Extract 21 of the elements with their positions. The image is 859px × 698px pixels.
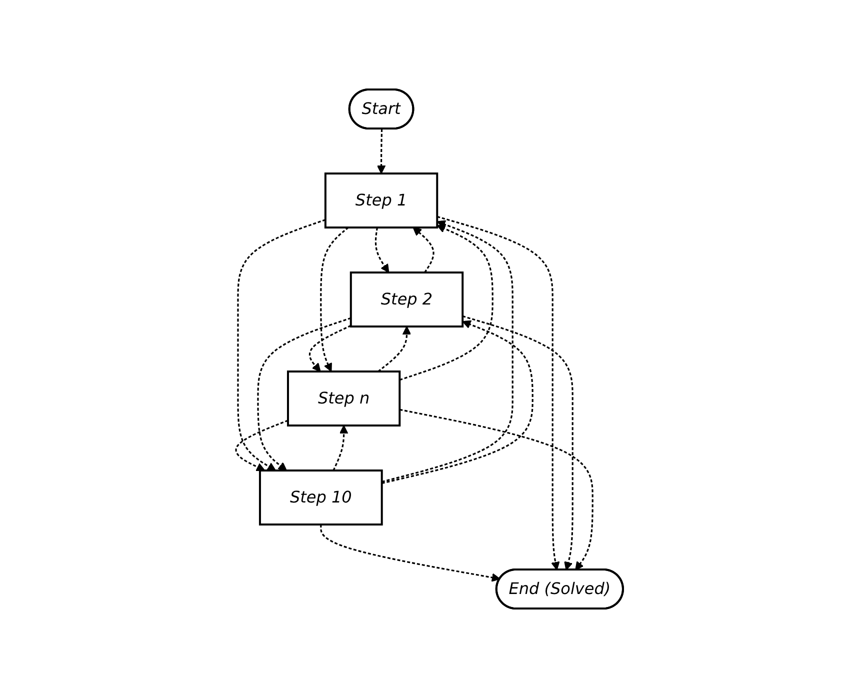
arrow (376, 128, 386, 174)
arrow (400, 408, 594, 570)
arrow (320, 226, 349, 372)
arrow (378, 326, 412, 372)
arrow (382, 320, 534, 484)
arrow (399, 224, 494, 381)
arrow (412, 227, 434, 273)
arrow (436, 216, 560, 570)
arrow (308, 324, 352, 372)
node-box: Step 10 (258, 470, 383, 526)
node-box: Step 2 (350, 272, 464, 328)
node-box: Step 1 (324, 172, 438, 228)
arrow (382, 220, 514, 483)
arrow (374, 227, 390, 273)
arrow (320, 524, 500, 582)
arrow (462, 315, 574, 570)
arrow (235, 420, 288, 472)
arrow (257, 317, 352, 471)
arrow (237, 219, 326, 471)
node-box: Step n (287, 370, 401, 426)
arrow (332, 425, 348, 471)
